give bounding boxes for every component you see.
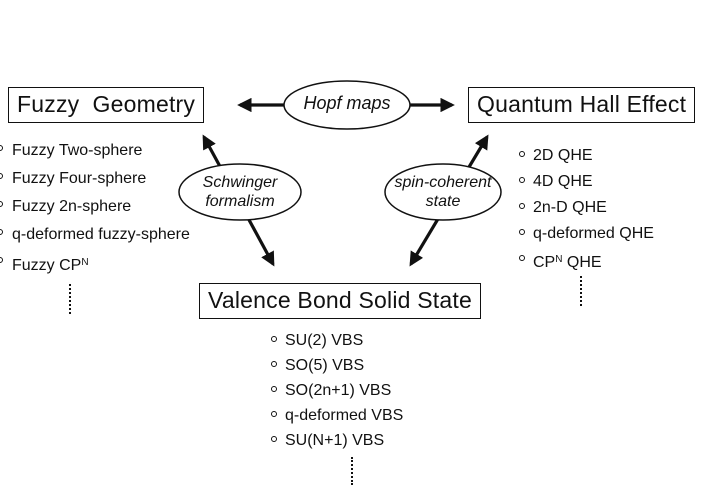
superscript: N: [81, 257, 89, 268]
schwinger-line1: Schwinger: [202, 174, 278, 191]
list-item-text: Fuzzy CP: [12, 257, 82, 274]
spin-coherent-line2: state: [425, 193, 461, 210]
list-item: q-deformed VBS: [271, 403, 403, 428]
list-item: q-deformed fuzzy-sphere: [0, 221, 190, 249]
list-item: SU(N+1) VBS: [271, 428, 403, 453]
continuation-dots: [0, 284, 190, 314]
list-item: 2n-D QHE: [519, 195, 654, 221]
list-item: Fuzzy CPN: [0, 249, 190, 280]
list-item: Fuzzy Two-sphere: [0, 137, 190, 165]
schwinger-label: Schwinger formalism: [185, 173, 295, 211]
list-item-text: CP: [533, 254, 556, 271]
fuzzy-geometry-list: Fuzzy Two-sphere Fuzzy Four-sphere Fuzzy…: [0, 137, 190, 314]
schwinger-oval: [178, 163, 302, 221]
hopf-oval: [283, 80, 411, 130]
list-item-suffix: QHE: [562, 254, 602, 271]
quantum-hall-effect-box: Quantum Hall Effect: [468, 87, 696, 123]
continuation-dots: [519, 276, 654, 306]
list-item: Fuzzy Four-sphere: [0, 165, 190, 193]
list-item: 2D QHE: [519, 143, 654, 169]
continuation-dots: [271, 457, 403, 485]
list-item: q-deformed QHE: [519, 221, 654, 247]
list-item: CPN QHE: [519, 247, 654, 276]
list-item: SU(2) VBS: [271, 328, 403, 353]
superscript: N: [555, 254, 563, 265]
spin-coherent-oval: [384, 163, 502, 221]
schwinger-line2: formalism: [205, 193, 275, 210]
list-item: SO(5) VBS: [271, 353, 403, 378]
hopf-maps-label: Hopf maps: [303, 93, 391, 113]
spin-coherent-line1: spin-coherent: [394, 174, 492, 191]
list-item: SO(2n+1) VBS: [271, 378, 403, 403]
valence-bond-solid-list: SU(2) VBS SO(5) VBS SO(2n+1) VBS q-defor…: [271, 328, 403, 485]
valence-bond-solid-box: Valence Bond Solid State: [199, 283, 481, 319]
spin-coherent-label: spin-coherent state: [388, 173, 498, 211]
fuzzy-geometry-box: Fuzzy Geometry: [8, 87, 205, 123]
quantum-hall-effect-list: 2D QHE 4D QHE 2n-D QHE q-deformed QHE CP…: [519, 143, 654, 306]
list-item: Fuzzy 2n-sphere: [0, 193, 190, 221]
list-item: 4D QHE: [519, 169, 654, 195]
